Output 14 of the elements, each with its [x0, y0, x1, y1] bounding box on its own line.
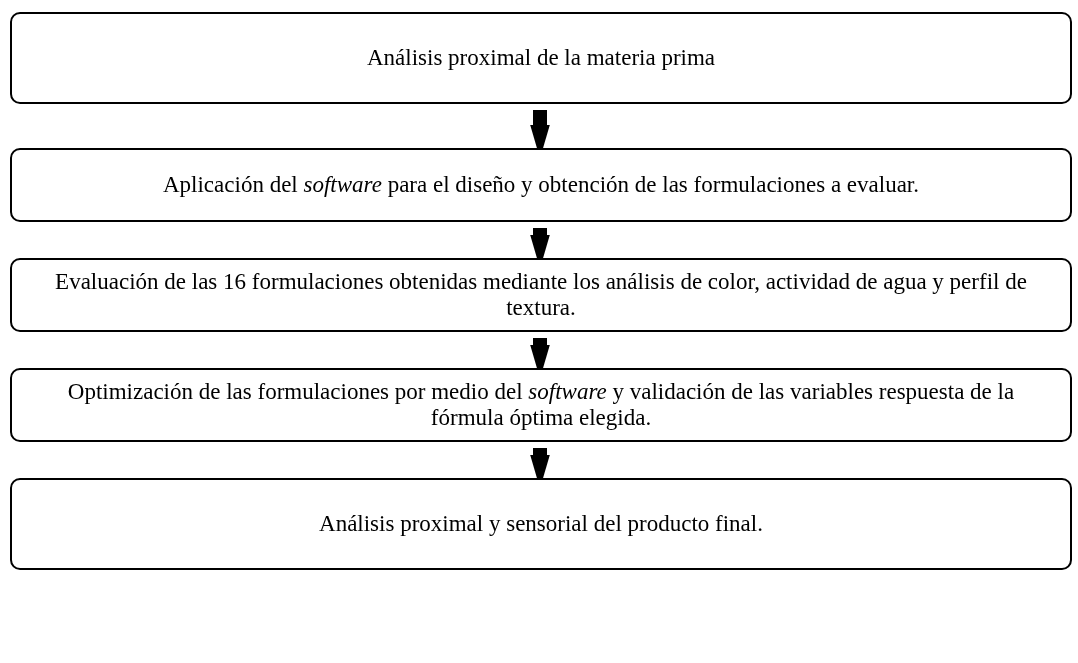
step-text: Análisis proximal de la materia prima: [366, 44, 716, 72]
step-text: Aplicación del software para el diseño y obtención de las formulaciones a evaluar.: [163, 171, 919, 199]
block-arrow: [530, 110, 550, 145]
block-arrow: [530, 448, 550, 475]
block-arrow: [530, 228, 550, 255]
process-box: [10, 478, 1072, 570]
block-arrow: [530, 338, 550, 365]
process-box: [10, 12, 1072, 104]
process-box: [10, 368, 1072, 442]
step-text: Análisis proximal y sensorial del producto final.: [319, 510, 763, 538]
step-text: Evaluación de las 16 formulaciones obtenidas mediante los análisis de color, actividad de agua y perfil de textura.: [54, 268, 1028, 322]
process-box: [10, 258, 1072, 332]
process-box: [10, 148, 1072, 222]
step-text: Optimización de las formulaciones por medio del software y validación de las variables respuesta de la fórmula óptima elegida.: [66, 378, 1016, 432]
